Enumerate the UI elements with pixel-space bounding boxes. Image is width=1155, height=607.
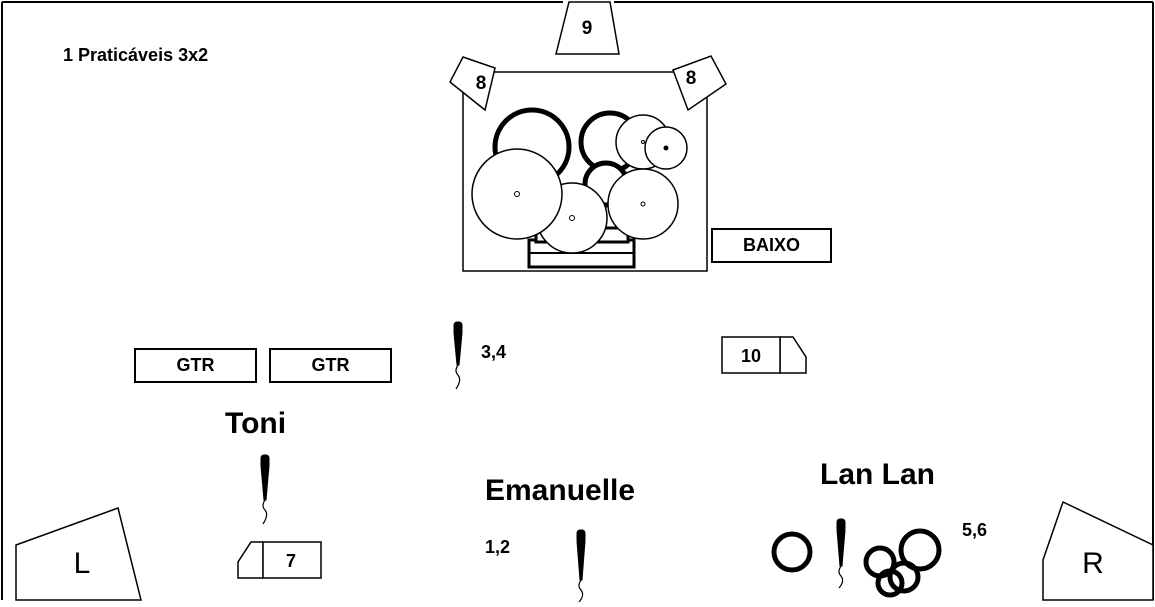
mic-channel-lanlan: 5,6 xyxy=(962,520,988,540)
performer-emanuelle: Emanuelle xyxy=(485,474,636,507)
bass-monitor-label: 10 xyxy=(741,346,761,366)
toni-monitor: 7 xyxy=(237,541,322,579)
drum-monitor-left-label: 8 xyxy=(476,73,487,94)
bass-monitor: 10 xyxy=(721,336,807,374)
side-fill-right-label: R xyxy=(1082,547,1104,580)
drum-monitor-left: 8 xyxy=(449,56,496,112)
performer-toni: Toni xyxy=(225,407,287,440)
mic-channel-emanuelle: 1,2 xyxy=(485,537,511,557)
side-fill-left: L xyxy=(15,507,142,601)
drum-fill-monitor-label: 9 xyxy=(582,18,593,39)
toni-monitor-label: 7 xyxy=(286,551,296,571)
drum-fill-monitor: 9 xyxy=(555,1,620,55)
guitar-amp-2: GTR xyxy=(269,348,392,383)
side-fill-right: R xyxy=(1042,500,1154,601)
drum-monitor-right: 8 xyxy=(672,55,727,112)
bass-amp: BAIXO xyxy=(711,228,832,263)
performer-lanlan: Lan Lan xyxy=(820,458,936,491)
mic-icon xyxy=(836,518,846,589)
side-fill-left-label: L xyxy=(74,547,91,580)
mic-icon xyxy=(260,454,270,525)
percussion-rings xyxy=(771,528,942,598)
mic-icon xyxy=(453,321,463,390)
drum-kit xyxy=(471,107,688,269)
mic-icon xyxy=(576,529,586,603)
guitar-amp-1: GTR xyxy=(134,348,257,383)
drum-monitor-right-label: 8 xyxy=(686,68,697,89)
mic-channel-center: 3,4 xyxy=(481,342,507,362)
riser-note: 1 Praticáveis 3x2 xyxy=(63,45,209,65)
